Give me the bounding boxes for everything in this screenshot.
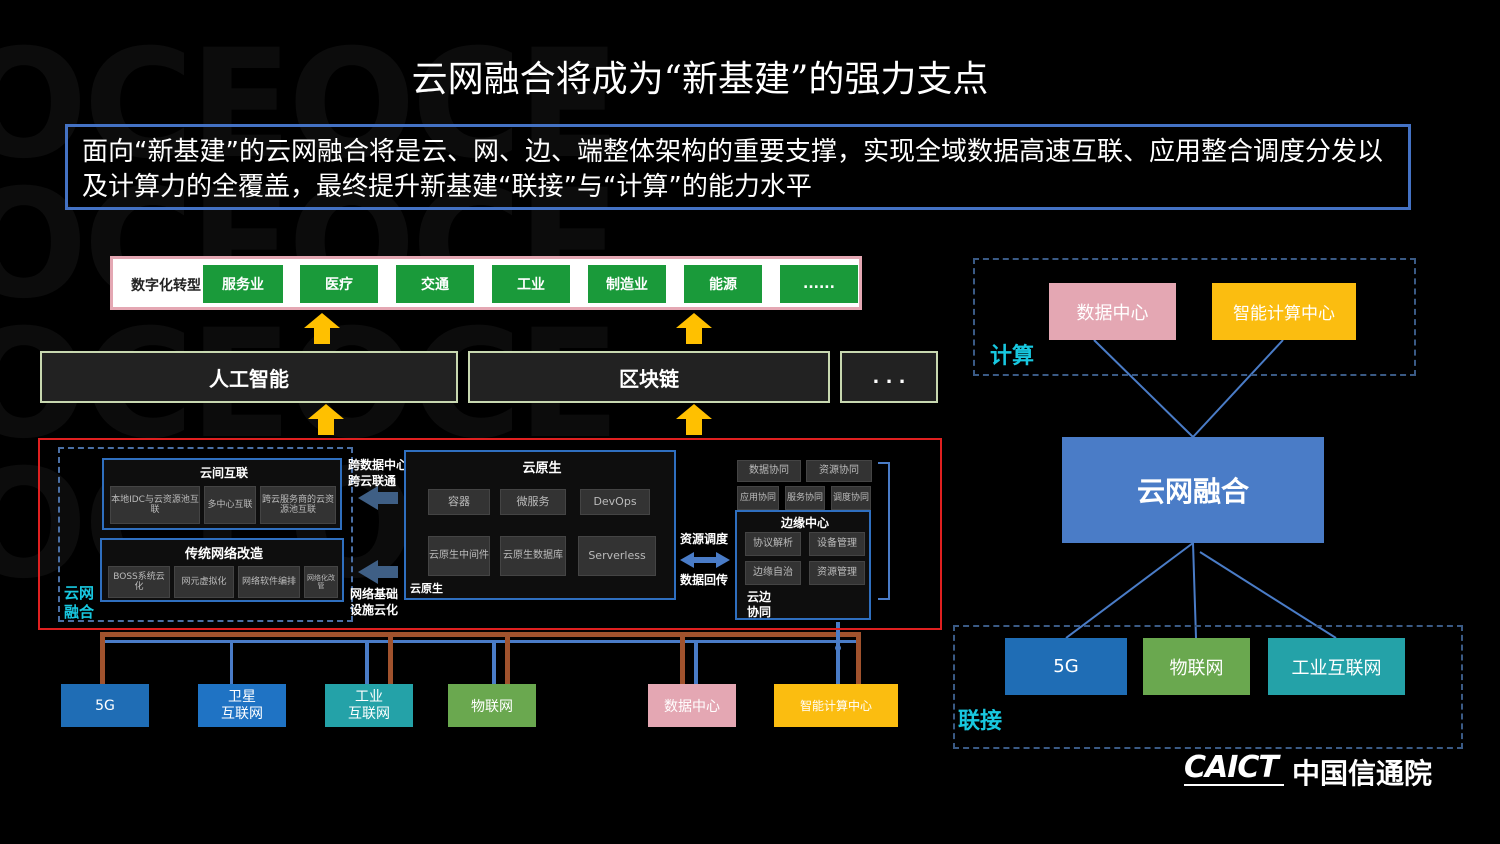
digital-transformation-row: 数字化转型 服务业 医疗 交通 工业 制造业 能源 ...... [110,256,862,310]
compute-ai-box: 智能计算中心 [1212,283,1356,340]
edge-collab-item: 数据协同 [737,460,801,482]
edge-collab-item: 资源协同 [806,460,872,482]
more-box: . . . [840,351,938,403]
bottom-industrial-internet-box: 工业 互联网 [325,684,413,727]
edge-center-item: 资源管理 [809,561,865,585]
cloud-network-frame [38,438,942,630]
edge-bracket [878,462,890,600]
cloud-native-item: 云原生中间件 [428,536,490,576]
edge-collab-item: 应用协同 [737,486,779,510]
compute-label: 计算 [990,344,1035,369]
cross-dc-label: 跨数据中心 跨云联通 [348,458,409,488]
traditional-network-item: 网络软件编排 [238,566,300,598]
cloud-native-item: 容器 [428,489,490,515]
blockchain-box: 区块链 [468,351,830,403]
cloud-interconnect-item: 多中心互联 [204,486,256,524]
caict-logo: CAICT 中国信通院 [1180,750,1460,794]
digital-transformation-label: 数字化转型 [131,278,201,294]
industry-box-medical: 医疗 [300,265,378,303]
industry-box-transport: 交通 [396,265,474,303]
cloud-native-item: 微服务 [500,489,566,515]
logo-en: CAICT [1184,750,1279,785]
arrow-up-icon [676,404,712,435]
cloud-native-footer: 云原生 [410,582,443,595]
data-return-label: 数据回传 [680,573,729,587]
bottom-satellite-box: 卫星 互联网 [198,684,286,727]
bottom-ai-compute-box: 智能计算中心 [774,684,898,727]
resource-schedule-label: 资源调度 [680,532,729,546]
edge-center-item: 设备管理 [809,532,865,556]
cloud-native-item: 云原生数据库 [500,536,566,576]
traditional-network-title: 传统网络改造 [184,546,263,562]
traditional-network-item: 网元虚拟化 [174,566,234,598]
cloud-native-title: 云原生 [522,460,562,476]
industry-box-energy: 能源 [684,265,762,303]
traditional-network-panel: 传统网络改造 BOSS系统云化 网元虚拟化 网络软件编排 网络化改管 [100,538,344,602]
industry-box-service: 服务业 [203,265,283,303]
yunwang-center-box: 云网融合 [1062,437,1324,543]
edge-center-footer: 云边协同 [747,590,772,619]
compute-group [973,258,1416,376]
traditional-network-item: 网络化改管 [304,566,338,598]
network-group [58,447,353,622]
double-arrow-icon [680,552,730,568]
cloud-interconnect-item: 跨云服务商的云资源池互联 [260,486,336,524]
compute-datacenter-box: 数据中心 [1049,283,1176,340]
intro-box: 面向“新基建”的云网融合将是云、网、边、端整体架构的重要支撑，实现全域数据高速互… [65,124,1411,210]
arrow-up-icon [676,313,712,344]
connect-industrial-box: 工业互联网 [1268,638,1405,695]
edge-collab-item: 调度协同 [831,486,871,510]
yunwang-label: 云网 融合 [64,584,95,621]
cloud-native-item: Serverless [578,536,656,576]
bottom-iot-box: 物联网 [448,684,536,727]
edge-collab-item: 服务协同 [785,486,825,510]
cloud-interconnect-title: 云间互联 [199,465,248,480]
arrow-up-icon [308,404,344,435]
bottom-5g-box: 5G [61,684,149,727]
intro-text: 面向“新基建”的云网融合将是云、网、边、端整体架构的重要支撑，实现全域数据高速互… [82,137,1383,202]
industry-box-manufacturing: 制造业 [588,265,666,303]
edge-center-item: 协议解析 [745,532,801,556]
logo-cn: 中国信通院 [1292,757,1433,790]
edge-center-item: 边缘自治 [745,561,801,585]
network-infra-label: 网络基础 设施云化 [350,587,399,617]
traditional-network-item: BOSS系统云化 [108,566,170,598]
arrow-left-icon [358,560,398,584]
connect-group [953,625,1463,749]
cloud-interconnect-panel: 云间互联 本地IDC与云资源池互联 多中心互联 跨云服务商的云资源池互联 [102,458,342,530]
industry-box-more: ...... [780,265,858,303]
ai-box: 人工智能 [40,351,458,403]
connect-label: 联接 [958,709,1003,734]
arrow-left-icon [358,486,398,510]
industry-box-industry: 工业 [492,265,570,303]
connect-5g-box: 5G [1005,638,1127,695]
edge-center-panel: 边缘中心 协议解析 设备管理 边缘自治 资源管理 云边协同 [735,510,871,620]
cloud-native-item: DevOps [580,489,650,515]
edge-center-title: 边缘中心 [780,515,829,530]
page-title: 云网融合将成为“新基建”的强力支点 [411,59,989,100]
cloud-native-panel: 云原生 容器 微服务 DevOps 云原生中间件 云原生数据库 Serverle… [404,450,676,600]
cloud-interconnect-item: 本地IDC与云资源池互联 [110,486,200,524]
connect-iot-box: 物联网 [1143,638,1250,695]
bottom-datacenter-box: 数据中心 [648,684,736,727]
arrow-up-icon [304,313,340,344]
